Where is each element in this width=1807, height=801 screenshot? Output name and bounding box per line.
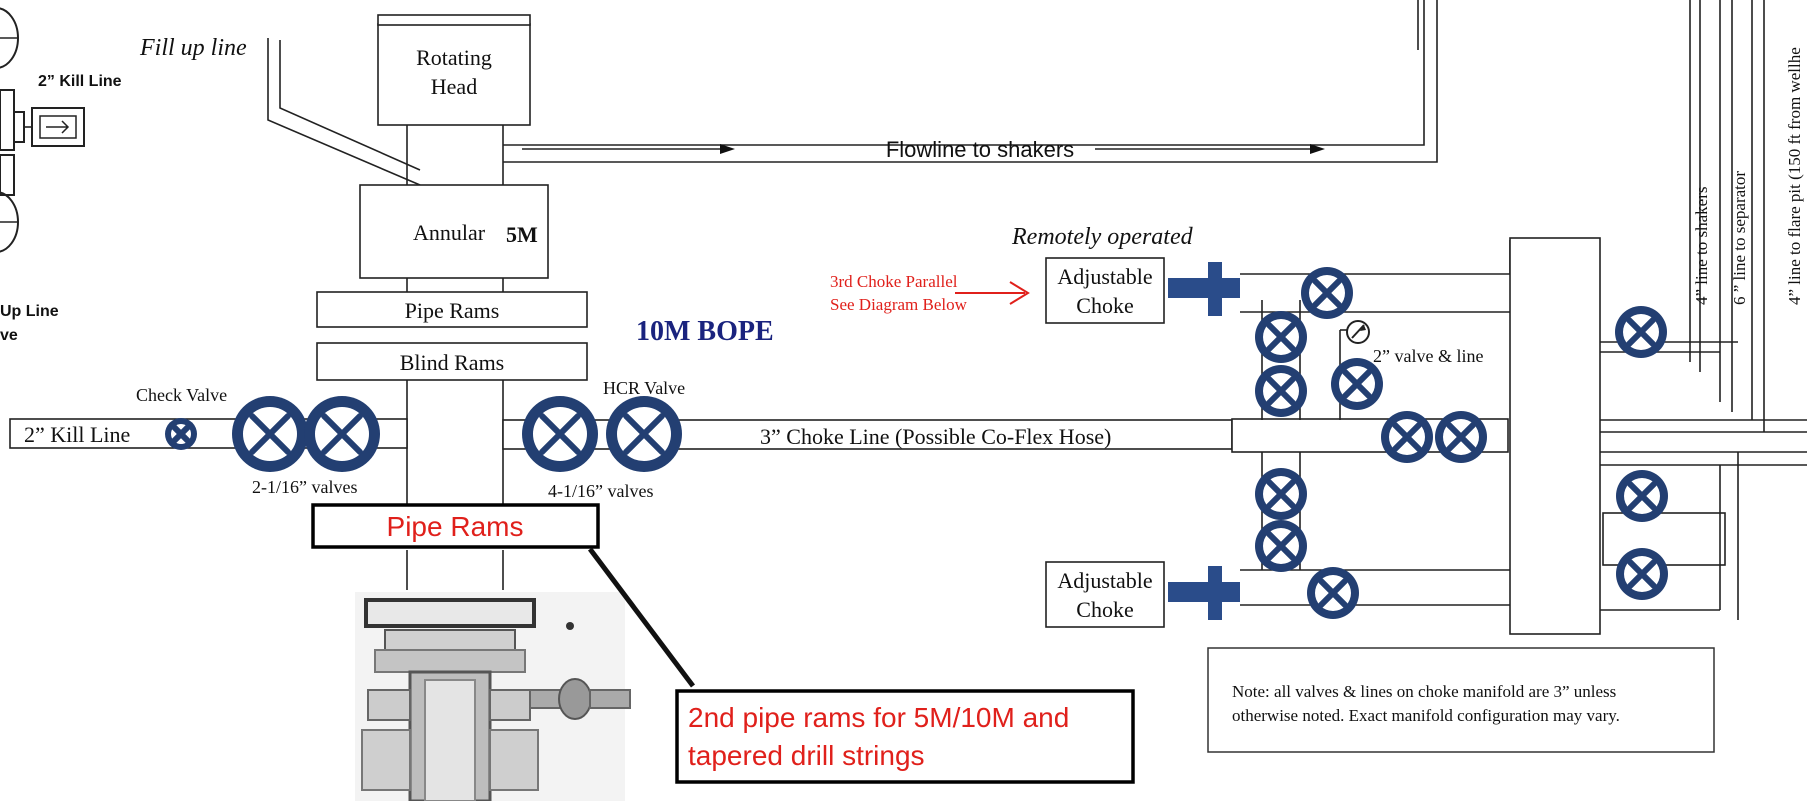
- manifold-valve-10-icon: [1615, 306, 1667, 358]
- remotely-operated-label: Remotely operated: [1011, 224, 1194, 250]
- hcr-valve-2-icon: [606, 396, 682, 472]
- manifold-valve-1-icon: [1301, 267, 1353, 319]
- pipe-rams-upper-label: Pipe Rams: [405, 298, 500, 323]
- manifold-header: [1509, 237, 1601, 635]
- manifold-valve-3-icon: [1255, 365, 1307, 417]
- choke-actuator-top-icon: [1168, 262, 1240, 316]
- choke-line-side: 3” Choke Line (Possible Co-Flex Hose) HC…: [502, 316, 1233, 501]
- kill-line-label: 2” Kill Line: [24, 422, 130, 447]
- third-choke-label-1: 3rd Choke Parallel: [830, 272, 958, 291]
- wellhead-photo: [355, 592, 631, 801]
- manifold-valve-8-icon: [1255, 520, 1307, 572]
- line-separator-label: 6 ” line to separator: [1730, 171, 1749, 305]
- adjustable-choke-top-label-1: Adjustable: [1057, 264, 1152, 289]
- flowline: Flowline to shakers: [503, 0, 1438, 163]
- manifold-valve-5-icon: [1381, 411, 1433, 463]
- blind-rams-label: Blind Rams: [400, 350, 505, 375]
- adjustable-choke-top: [1045, 257, 1165, 324]
- hcr-valve-label: HCR Valve: [603, 378, 685, 398]
- kill-valves-label: 2-1/16” valves: [252, 477, 357, 497]
- left-fillup-label: Up Line: [0, 303, 59, 320]
- line-flare-label: 4” line to flare pit (150 ft from wellhe: [1785, 47, 1804, 305]
- hcr-valve-1-icon: [522, 396, 598, 472]
- adjustable-choke-top-label-2: Choke: [1076, 293, 1133, 318]
- note-line-2: otherwise noted. Exact manifold configur…: [1232, 706, 1620, 725]
- adjustable-choke-bottom-label-1: Adjustable: [1057, 568, 1152, 593]
- annular: [359, 184, 549, 279]
- note-box: Note: all valves & lines on choke manifo…: [1207, 647, 1715, 753]
- flowline-label: Flowline to shakers: [886, 137, 1074, 162]
- left-fragment: 2” Kill Line Up Line ve: [0, 7, 122, 344]
- callout: 2nd pipe rams for 5M/10M and tapered dri…: [588, 547, 1135, 784]
- manifold-valve-2-icon: [1255, 311, 1307, 363]
- manifold-valve-9-icon: [1307, 567, 1359, 619]
- line-shakers-label: 4” line to shakers: [1692, 187, 1711, 306]
- kill-line-side: 2” Kill Line Check Valve 2-1/16” valves: [9, 385, 408, 497]
- rotating-head-label-1: Rotating: [416, 45, 492, 70]
- manifold-valve-11-icon: [1616, 470, 1668, 522]
- choke-valves-label: 4-1/16” valves: [548, 481, 653, 501]
- rotating-head-label-2: Head: [431, 74, 477, 99]
- manifold-valve-6-icon: [1435, 411, 1487, 463]
- fill-up-line-label: Fill up line: [139, 35, 247, 61]
- adjustable-choke-bottom: [1045, 561, 1165, 628]
- kill-valve-2-icon: [304, 396, 380, 472]
- bop-stack: Rotating Head Annular 5M Pipe Rams Blind…: [311, 14, 600, 590]
- kill-valve-1-icon: [232, 396, 308, 472]
- manifold-valve-12-icon: [1616, 548, 1668, 600]
- gauge-valve-label: 2” valve & line: [1373, 346, 1483, 366]
- third-choke-label-2: See Diagram Below: [830, 295, 968, 314]
- check-valve-label: Check Valve: [136, 385, 227, 405]
- annular-rating: 5M: [506, 222, 538, 247]
- note-line-1: Note: all valves & lines on choke manifo…: [1232, 682, 1616, 701]
- fill-up-line: Fill up line: [139, 35, 421, 186]
- choke-actuator-bottom-icon: [1168, 566, 1240, 620]
- pipe-rams-lower-label: Pipe Rams: [387, 511, 524, 542]
- left-partial-label: ve: [0, 327, 18, 344]
- choke-manifold: 4” line to shakers 6 ” line to separator…: [830, 0, 1807, 635]
- blind-rams: [316, 342, 588, 381]
- annular-label: Annular: [413, 220, 486, 245]
- callout-line-2: tapered drill strings: [688, 740, 925, 771]
- callout-box: [675, 689, 1135, 784]
- check-valve-icon: [165, 418, 197, 450]
- manifold-valve-7-icon: [1255, 468, 1307, 520]
- pressure-gauge-icon: [1346, 320, 1370, 344]
- bope-label: 10M BOPE: [636, 316, 774, 347]
- adjustable-choke-bottom-label-2: Choke: [1076, 597, 1133, 622]
- pipe-rams-upper: [316, 291, 588, 328]
- pipe-rams-lower: [311, 503, 600, 549]
- manifold-valve-4-icon: [1331, 358, 1383, 410]
- callout-line-1: 2nd pipe rams for 5M/10M and: [688, 702, 1069, 733]
- left-kill-line-label: 2” Kill Line: [38, 73, 122, 90]
- choke-line-label: 3” Choke Line (Possible Co-Flex Hose): [760, 424, 1111, 449]
